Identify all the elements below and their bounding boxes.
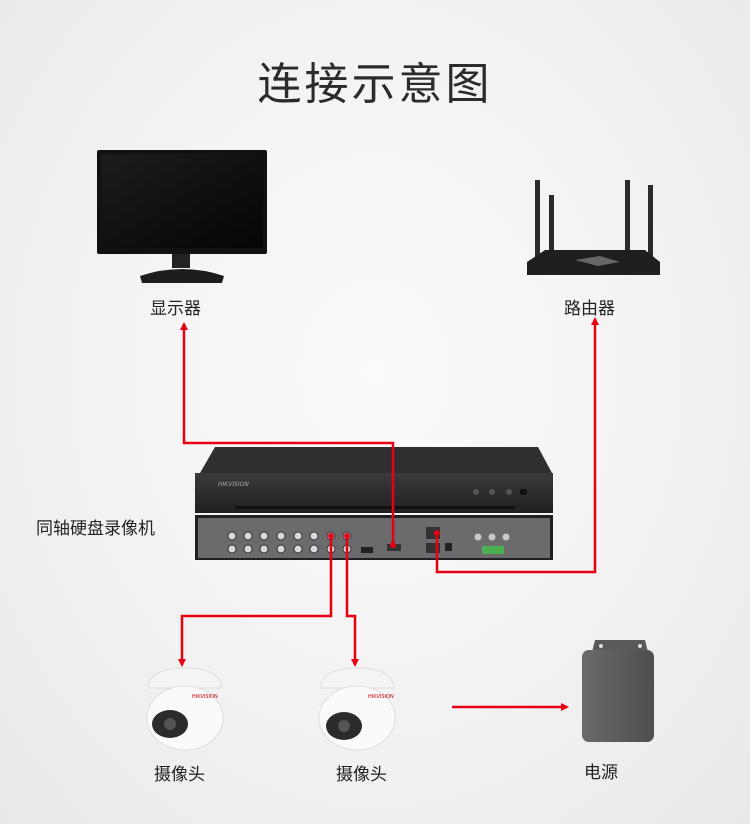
connection-lines [178, 317, 599, 711]
camera2-connection [345, 536, 359, 667]
router-label: 路由器 [564, 299, 615, 319]
camera2-image: HIKVISION [318, 667, 396, 751]
router-connection [435, 317, 599, 574]
router-image [527, 180, 660, 275]
camera2-label: 摄像头 [336, 765, 387, 785]
page-title: 连接示意图 [257, 59, 493, 110]
camera1-label: 摄像头 [154, 765, 205, 785]
power-label: 电源 [584, 763, 618, 783]
dvr-image: HIKVISION [195, 447, 553, 560]
monitor-image [97, 150, 267, 283]
monitor-connection [180, 322, 395, 545]
svg-text:HIKVISION: HIKVISION [192, 694, 218, 700]
svg-text:HIKVISION: HIKVISION [368, 694, 394, 700]
power-supply-image [582, 640, 654, 742]
monitor-label: 显示器 [150, 299, 201, 319]
camera1-image: HIKVISION [146, 667, 224, 751]
dvr-label: 同轴硬盘录像机 [36, 519, 155, 539]
camera1-connection [178, 536, 333, 667]
svg-text:HIKVISION: HIKVISION [218, 481, 249, 488]
